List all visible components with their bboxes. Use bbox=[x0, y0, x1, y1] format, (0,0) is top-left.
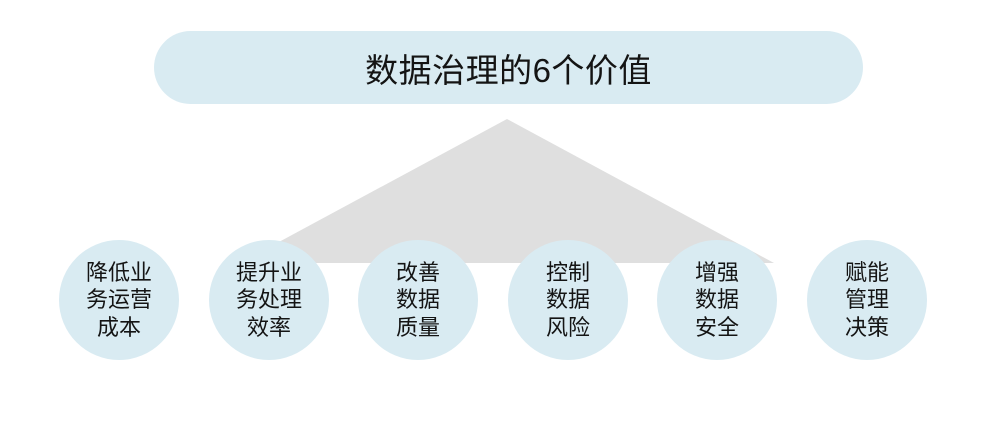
value-circle-enhance-security: 增强 数据 安全 bbox=[657, 240, 777, 360]
value-circle-reduce-cost: 降低业 务运营 成本 bbox=[59, 240, 179, 360]
value-circle-label: 增强 数据 安全 bbox=[694, 259, 739, 340]
value-circle-control-risk: 控制 数据 风险 bbox=[508, 240, 628, 360]
diagram-title: 数据治理的6个价值 bbox=[365, 51, 652, 89]
value-circle-enable-decisions: 赋能 管理 决策 bbox=[807, 240, 927, 360]
value-circle-improve-quality: 改善 数据 质量 bbox=[358, 240, 478, 360]
value-circle-improve-efficiency: 提升业 务处理 效率 bbox=[209, 240, 329, 360]
value-circle-label: 降低业 务运营 成本 bbox=[85, 259, 152, 340]
value-circle-label: 提升业 务处理 效率 bbox=[235, 259, 302, 340]
value-circle-label: 控制 数据 风险 bbox=[545, 259, 590, 340]
value-circle-label: 赋能 管理 决策 bbox=[844, 259, 889, 340]
title-pill: 数据治理的6个价值 bbox=[154, 31, 863, 104]
value-circle-label: 改善 数据 质量 bbox=[395, 259, 440, 340]
triangle-connector-shape bbox=[240, 119, 774, 263]
